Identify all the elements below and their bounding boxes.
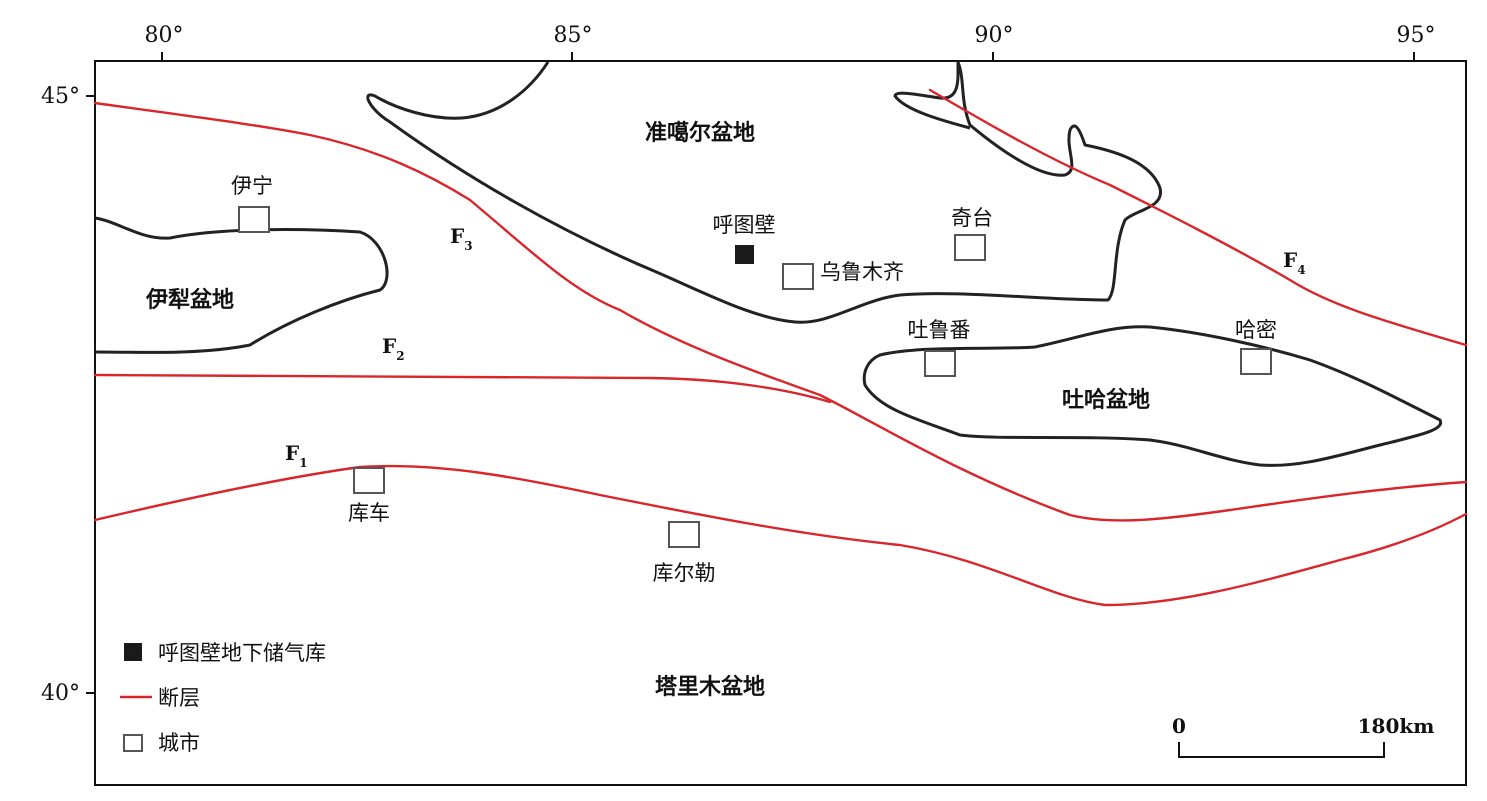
tuha-basin-outline <box>862 325 1443 467</box>
city-label-qitai: 奇台 <box>951 206 993 230</box>
legend-storage-label: 呼图壁地下储气库 <box>158 641 326 665</box>
city-markers <box>238 206 1272 548</box>
fault-f3 <box>93 101 1468 522</box>
latitude-ticks: 45° 40° <box>41 84 95 706</box>
junggar-basin-ne-outline <box>893 61 971 130</box>
city-marker-korla <box>668 521 700 548</box>
longitude-ticks: 80° 85° 90° 95° <box>145 23 1436 61</box>
city-marker-yining <box>238 206 270 233</box>
city-marker-hami <box>1240 348 1272 375</box>
legend-city-symbol <box>123 734 143 752</box>
legend-city-label: 城市 <box>158 731 200 755</box>
yili-basin-outline <box>94 216 389 354</box>
city-label-korla: 库尔勒 <box>653 561 716 585</box>
lon-tick-80: 80° <box>145 23 184 48</box>
basin-labels: 准噶尔盆地 伊犁盆地 吐哈盆地 塔里木盆地 <box>145 120 1150 700</box>
lon-tick-90: 90° <box>975 23 1014 48</box>
scale-end-label: 180km <box>1358 714 1435 738</box>
lon-tick-95: 95° <box>1397 23 1436 48</box>
legend-fault-label: 断层 <box>158 686 200 710</box>
city-label-hami: 哈密 <box>1235 318 1277 342</box>
fault-f4-label: F4 <box>1283 248 1306 277</box>
storage-site-marker <box>735 245 754 264</box>
scale-bar: 0 180km <box>1172 714 1435 758</box>
lon-tick-85: 85° <box>554 23 593 48</box>
tuha-basin-label: 吐哈盆地 <box>1062 387 1150 413</box>
basin-outlines <box>94 61 1443 467</box>
junggar-basin-outline <box>366 61 1162 324</box>
junggar-basin-label: 准噶尔盆地 <box>645 120 755 146</box>
fault-f2 <box>93 373 832 404</box>
map-frame <box>94 60 1467 786</box>
city-marker-kuqa <box>353 467 385 494</box>
lat-tick-40: 40° <box>41 681 80 706</box>
legend-storage-symbol <box>124 643 142 661</box>
city-label-urumqi: 乌鲁木齐 <box>820 260 904 284</box>
scale-start-label: 0 <box>1172 714 1186 738</box>
scale-bar-line <box>1178 742 1385 758</box>
fault-f1-label: F1 <box>285 441 308 470</box>
city-marker-turpan <box>924 350 956 377</box>
lat-tick-45: 45° <box>41 84 80 109</box>
tarim-basin-label: 塔里木盆地 <box>655 674 765 700</box>
city-label-yining: 伊宁 <box>231 174 273 198</box>
city-label-kuqa: 库车 <box>348 501 390 525</box>
yili-basin-label: 伊犁盆地 <box>145 287 234 313</box>
city-labels: 伊宁 奇台 乌鲁木齐 吐鲁番 哈密 库车 库尔勒 呼图壁 <box>231 174 1277 585</box>
legend: 呼图壁地下储气库 断层 城市 <box>120 641 326 755</box>
fault-f4 <box>928 88 1468 347</box>
fault-f1 <box>93 464 1468 607</box>
city-marker-urumqi <box>782 263 814 290</box>
storage-site-label: 呼图壁 <box>713 213 776 237</box>
city-label-turpan: 吐鲁番 <box>908 318 971 342</box>
fault-f3-label: F3 <box>450 224 473 253</box>
fault-labels: F1 F2 F3 F4 <box>285 224 1306 470</box>
city-marker-qitai <box>954 234 986 261</box>
fault-f2-label: F2 <box>382 334 405 363</box>
